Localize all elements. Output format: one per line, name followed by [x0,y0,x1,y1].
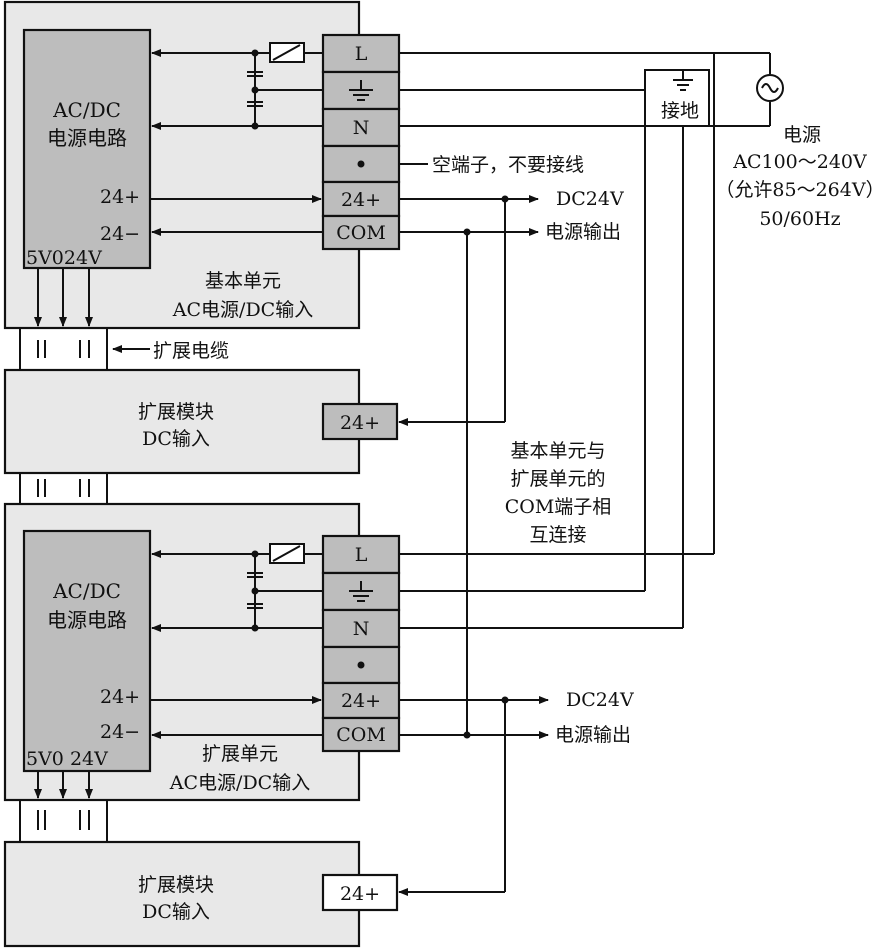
base-terminal-L-label: L [355,43,368,65]
ext-empty-dot-icon [357,661,365,669]
base-power-circuit-block [22,28,152,270]
base-caption-line1: 基本单元 [205,270,281,292]
ext-module-1-terminal-label: 24+ [340,412,380,434]
ext-terminal-L [321,534,401,575]
power-source-note: 电源 AC100～240V （允许85～264V） 50/60Hz [715,124,884,230]
ext-internal-wiring [34,543,323,799]
earth-ground-icon [673,70,693,91]
ext-power-circuit-line1: AC/DC [52,579,121,603]
base-pin-24p: 24+ [100,186,140,208]
ext-terminal-24-label: 24+ [341,690,381,712]
external-wiring: 接地 空端子，不要接线 DC24V 电源输出 DC24V 电源输出 [398,52,784,896]
com-note-line2: 扩展单元的 [510,468,605,490]
empty-terminal-note: 空端子，不要接线 [432,154,584,176]
dc-out-2-line1: DC24V [566,689,634,711]
base-power-circuit-line2: 电源电路 [47,126,127,150]
ext-power-circuit-line2: 电源电路 [47,608,127,632]
dc-out-1-line1: DC24V [556,188,624,210]
ext-power-circuit-block [22,529,152,773]
ext-terminal-N-label: N [353,618,370,640]
base-caption-line2: AC电源/DC输入 [172,299,313,321]
base-terminal-24-label: 24+ [341,189,381,211]
com-note-line1: 基本单元与 [510,440,605,462]
ext-bus-pins: 5V0 24V [26,748,108,770]
ext-module-2-title: 扩展模块 [138,874,214,896]
ext-terminal-L-label: L [355,544,368,566]
base-power-circuit-line1: AC/DC [52,98,121,122]
com-note-line4: 互连接 [529,524,586,546]
ext-module-2: 扩展模块 DC输入 24+ [3,840,399,948]
ext-caption-line2: AC电源/DC输入 [169,772,310,794]
base-pin-24m: 24− [100,223,140,245]
dc-out-2-line2: 电源输出 [555,724,631,746]
extension-cable-label: 扩展电缆 [153,340,229,362]
base-empty-dot-icon [357,160,365,168]
ext-module-1-terminal [321,402,399,441]
ext-pin-24p: 24+ [100,686,140,708]
base-unit: AC/DC 电源电路 24+ 24− 5V024V 基本单元 AC电源/DC输入… [3,0,401,330]
extension-cable-1: 扩展电缆 [19,328,229,370]
base-terminal-block: L N 24+ COM [321,33,401,251]
com-note-line3: COM端子相 [505,496,612,518]
ext-module-1-title: 扩展模块 [138,401,214,423]
base-internal-wiring [34,42,323,327]
ext-module-2-terminal-label: 24+ [340,883,380,905]
ext-caption-line1: 扩展单元 [202,743,278,765]
power-source-allowed: （允许85～264V） [715,179,884,201]
ground-label: 接地 [661,100,699,122]
ext-terminal-block: L N 24+ COM [321,534,401,753]
base-terminal-com-label: COM [336,222,386,244]
ext-unit: AC/DC 电源电路 24+ 24− 5V0 24V 扩展单元 AC电源/DC输… [3,502,401,802]
base-terminal-N-label: N [353,117,370,139]
base-ground-symbol-icon [349,80,373,101]
ext-module-2-subtitle: DC输入 [142,901,210,923]
dc-out-1-line2: 电源输出 [545,221,621,243]
base-bus-pins: 5V024V [26,247,102,269]
ext-module-2-terminal [321,873,399,912]
power-source-frequency: 50/60Hz [759,208,840,230]
com-interconnect-note: 基本单元与 扩展单元的 COM端子相 互连接 [505,440,612,546]
extension-cable-2 [19,473,108,504]
power-source-range: AC100～240V [732,151,867,173]
ext-terminal-com-label: COM [336,724,386,746]
ext-pin-24m: 24− [100,721,140,743]
extension-cable-3 [19,800,108,842]
power-source-title: 电源 [783,124,821,146]
ext-module-1-subtitle: DC输入 [142,428,210,450]
ext-ground-symbol-icon [349,581,373,602]
ext-module-1: 扩展模块 DC输入 24+ [3,368,399,475]
